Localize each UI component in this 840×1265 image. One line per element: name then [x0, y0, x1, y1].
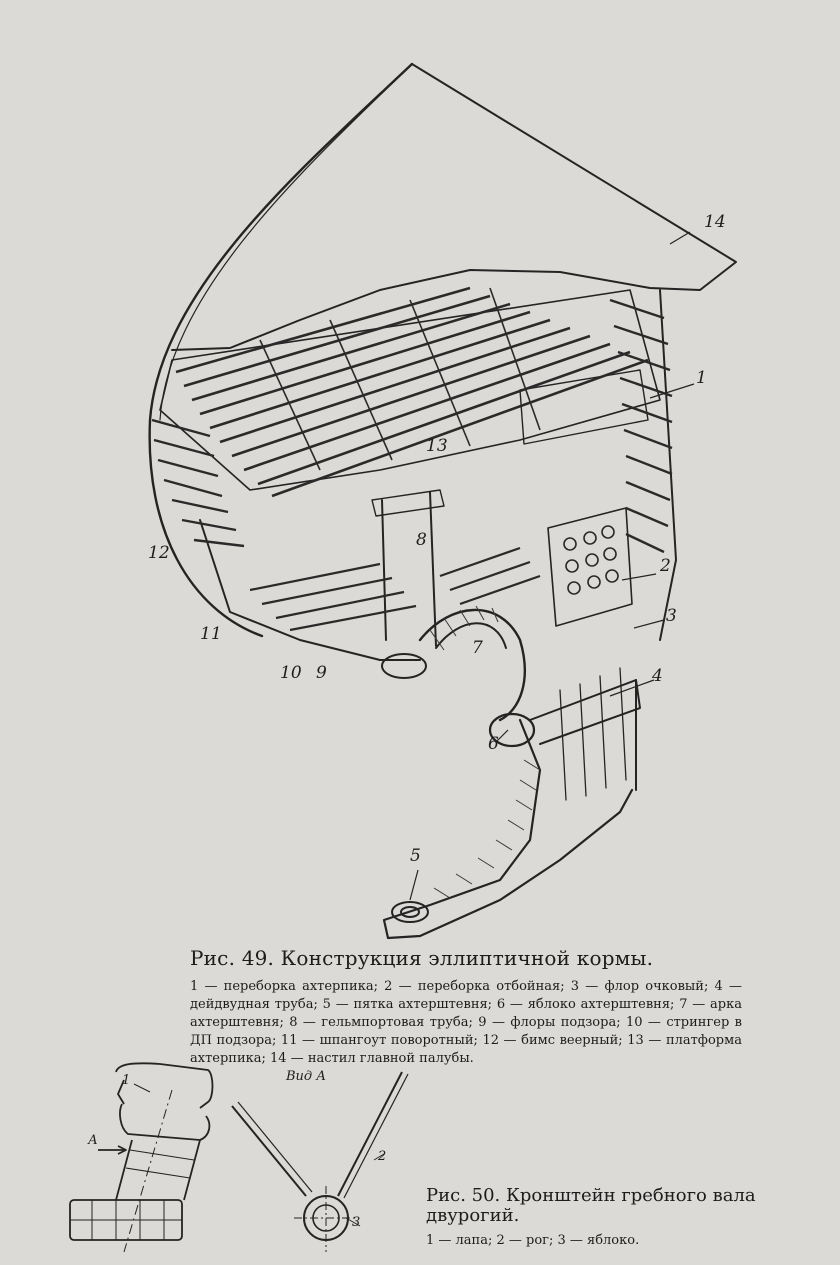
callout-6: 6 [488, 734, 499, 754]
fig50-callout-1: 1 [122, 1073, 131, 1088]
callout-2: 2 [660, 556, 671, 576]
callout-10: 10 [280, 663, 302, 683]
fig50-callout-2: 2 [378, 1149, 387, 1164]
callout-5: 5 [410, 846, 421, 866]
callout-4: 4 [652, 666, 663, 686]
callout-1: 1 [696, 368, 707, 388]
callout-11: 11 [200, 624, 222, 644]
callout-9: 9 [316, 663, 327, 683]
arrow-a-label: А [88, 1133, 98, 1148]
callout-3: 3 [666, 606, 677, 626]
callout-12: 12 [148, 543, 170, 563]
callout-14: 14 [704, 212, 726, 232]
figure-50-title: Рис. 50. Кронштейн гребного вала двуроги… [426, 1185, 756, 1226]
figure-49-legend: 1 — переборка ахтерпика; 2 — переборка о… [190, 979, 742, 1066]
callout-8: 8 [416, 530, 427, 550]
callout-13: 13 [426, 436, 448, 456]
figure-49-title: Рис. 49. Конструкция эллиптичной кормы. [190, 946, 654, 970]
figure-50-legend: 1 — лапа; 2 — рог; 3 — яблоко. [426, 1233, 640, 1248]
fig50-callout-3: 3 [352, 1215, 361, 1230]
callout-7: 7 [472, 638, 483, 658]
view-a-label: Вид А [286, 1069, 327, 1084]
